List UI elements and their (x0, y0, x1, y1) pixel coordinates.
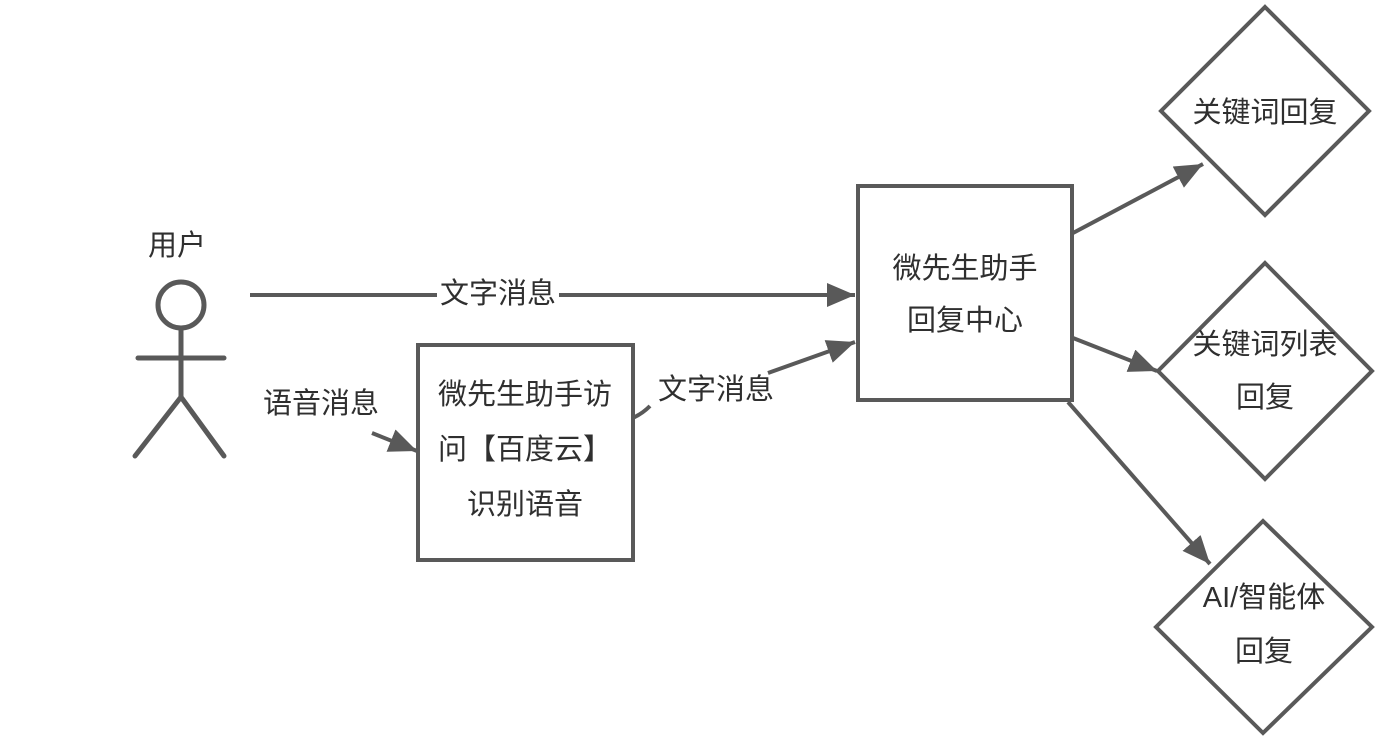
reply-center-box: 微先生助手 回复中心 (856, 184, 1074, 402)
ai-agent-reply-diamond: AI/智能体 回复 (1153, 518, 1375, 736)
reply-center-line1: 微先生助手 (892, 252, 1037, 285)
edge-labels: 文字消息 语音消息 文字消息 (263, 271, 774, 420)
actor-label: 用户 (148, 229, 206, 262)
speech-recognition-line2: 问【百度云】 (438, 433, 612, 466)
keyword-reply-label: 关键词回复 (1192, 96, 1337, 129)
voice-message-label: 语音消息 (263, 387, 379, 420)
edge-voice-message-arrow (371, 429, 418, 453)
keyword-reply-shape (1158, 4, 1372, 218)
edge-speechbox-to-reply-center (767, 340, 856, 375)
speech-recognition-line1: 微先生助手访 (438, 378, 612, 411)
reply-center-rect (856, 184, 1074, 402)
actor-right-leg (178, 394, 227, 459)
ai-agent-reply-shape (1153, 518, 1375, 736)
reply-center-line2: 回复中心 (907, 304, 1023, 337)
actor-left-leg (132, 394, 184, 459)
text-message-top-label-bg (437, 271, 559, 317)
keyword-list-reply-shape (1155, 260, 1375, 482)
text-message-top-label: 文字消息 (440, 277, 556, 310)
keyword-list-reply-line2: 回复 (1236, 381, 1294, 414)
ai-agent-reply-line1: AI/智能体 (1203, 581, 1325, 614)
speech-recognition-line3: 识别语音 (467, 488, 583, 521)
speech-recognition-box: 微先生助手访 问【百度云】 识别语音 (416, 343, 635, 562)
actor-head (155, 279, 207, 331)
edge-reply-center-to-keyword-list (1072, 336, 1158, 373)
speech-recognition-rect (416, 343, 635, 562)
text-message-mid-label: 文字消息 (658, 373, 774, 406)
keyword-list-reply-line1: 关键词列表 (1192, 328, 1337, 361)
edge-reply-center-to-ai-agent (1066, 400, 1212, 566)
keyword-reply-diamond: 关键词回复 (1158, 4, 1372, 218)
keyword-list-reply-diamond: 关键词列表 回复 (1155, 260, 1375, 482)
user-actor: 用户 (132, 229, 227, 459)
ai-agent-reply-line2: 回复 (1235, 635, 1293, 668)
edge-reply-center-to-keyword (1072, 162, 1204, 235)
